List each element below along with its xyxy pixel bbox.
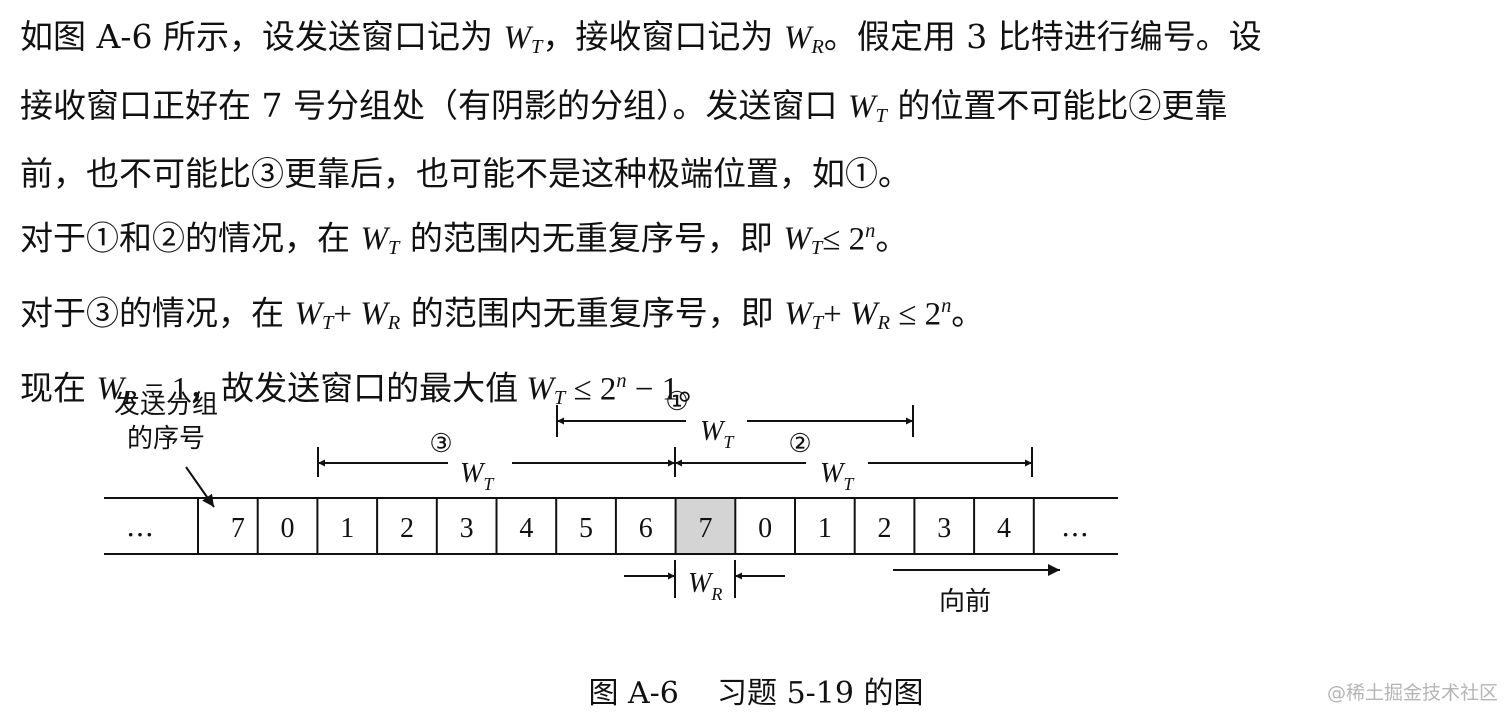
window-symbol: WR [849, 296, 890, 335]
sliding-window-diagram: 发送分组 的序号 ① WT ③ WT ② WT … … 7 0 1 2 3 4 5 6 7 0 1 2… [104, 387, 1118, 617]
explanation-text: 如图 A-6 所示，设发送窗口记为 WT，接收窗口记为 WR。假定用 3 比特进… [20, 8, 1500, 428]
label-pointer-arrow [185, 466, 215, 508]
sequence-label-line-2: 的序号 [127, 424, 205, 454]
window-symbol: WT [294, 296, 334, 335]
forward-label: 向前 [939, 587, 991, 617]
text-run: ≤ 2 [889, 296, 942, 333]
figure-caption: 图 A-6 习题 5-19 的图 [588, 676, 924, 711]
window-2-marker: ② [788, 429, 811, 459]
text-run: 前，也不可能比③更靠后，也可能不是这种极端位置，如①。 [20, 154, 911, 194]
sequence-number: 4 [519, 513, 533, 544]
text-line-2: 接收窗口正好在 7 号分组处（有阴影的分组）。发送窗口 WT 的位置不可能比②更… [20, 77, 1500, 146]
text-run: 的范围内无重复序号，即 [400, 293, 785, 333]
sequence-label-line-1: 发送分组 [114, 390, 218, 420]
exponent: n [941, 294, 952, 317]
sequence-number: 5 [579, 513, 593, 544]
window-2-label: WT [820, 458, 855, 494]
window-3-marker: ③ [429, 429, 452, 459]
sequence-number: 7 [231, 513, 245, 544]
window-3-label: WT [460, 458, 495, 494]
text-run: ，接收窗口记为 [542, 17, 784, 56]
receive-window-cell-shade [675, 498, 736, 554]
sequence-number: 6 [639, 513, 653, 544]
text-run: 现在 [20, 368, 97, 408]
text-run: = 1，故发送窗口的最大值 [136, 371, 527, 408]
window-symbol: WT [503, 20, 543, 59]
window-symbol: WT [526, 371, 566, 410]
sequence-number: 4 [997, 513, 1011, 544]
text-line-3: 前，也不可能比③更靠后，也可能不是这种极端位置，如①。 [20, 145, 1500, 203]
sequence-number: 0 [758, 513, 772, 544]
window-symbol: WT [783, 221, 823, 260]
text-run: 对于①和②的情况，在 [20, 218, 361, 258]
text-line-6: 现在 WR = 1，故发送窗口的最大值 WT ≤ 2n − 1。 [20, 353, 1500, 428]
text-line-5: 对于③的情况，在 WT+ WR 的范围内无重复序号，即 WT+ WR ≤ 2n。 [20, 278, 1500, 353]
sequence-strip: … … 7 0 1 2 3 4 5 6 7 0 1 2 3 4 [104, 497, 1118, 555]
receive-window-label: WR [688, 568, 722, 604]
text-run: 。 [951, 293, 985, 333]
sequence-number: 7 [698, 513, 712, 544]
text-run: 如图 A-6 所示，设发送窗口记为 [20, 17, 504, 56]
text-run: − 1。 [626, 371, 712, 408]
window-symbol: WT [784, 296, 824, 335]
text-run: 对于③的情况，在 [20, 293, 295, 333]
sequence-number: 0 [281, 513, 295, 544]
text-run: ≤ 2 [822, 221, 866, 258]
window-symbol: WT [360, 221, 400, 260]
text-run: 的位置不可能比②更靠 [886, 85, 1228, 125]
sequence-number: 1 [340, 513, 354, 544]
exponent: n [865, 220, 876, 242]
text-run: 。假定用 3 比特进行编号。设 [823, 17, 1262, 56]
watermark: @稀土掘金技术社区 [1326, 682, 1498, 704]
text-run: 。 [875, 218, 909, 258]
text-line-4: 对于①和②的情况，在 WT 的范围内无重复序号，即 WT≤ 2n。 [20, 203, 1500, 278]
sequence-number: 2 [878, 513, 892, 544]
text-run: + [333, 296, 361, 333]
window-symbol: WR [96, 371, 137, 410]
exponent: n [616, 369, 627, 392]
text-run: + [823, 296, 850, 333]
window-1-marker: ① [665, 387, 688, 417]
window-1-label: WT [700, 416, 735, 452]
text-line-1: 如图 A-6 所示，设发送窗口记为 WT，接收窗口记为 WR。假定用 3 比特进… [20, 8, 1500, 77]
window-symbol: WT [847, 88, 887, 127]
left-ellipsis: … [126, 510, 154, 543]
sequence-number: 2 [400, 513, 414, 544]
window-symbol: WR [360, 296, 401, 335]
sequence-number: 1 [818, 513, 832, 544]
sequence-number: 3 [460, 513, 474, 544]
text-run: 接收窗口正好在 7 号分组处（有阴影的分组）。发送窗口 [20, 85, 848, 125]
window-symbol: WR [783, 20, 824, 59]
text-run: ≤ 2 [565, 371, 617, 408]
right-ellipsis: … [1061, 510, 1089, 543]
sequence-number: 3 [937, 513, 951, 544]
text-run: 的范围内无重复序号，即 [399, 218, 784, 258]
